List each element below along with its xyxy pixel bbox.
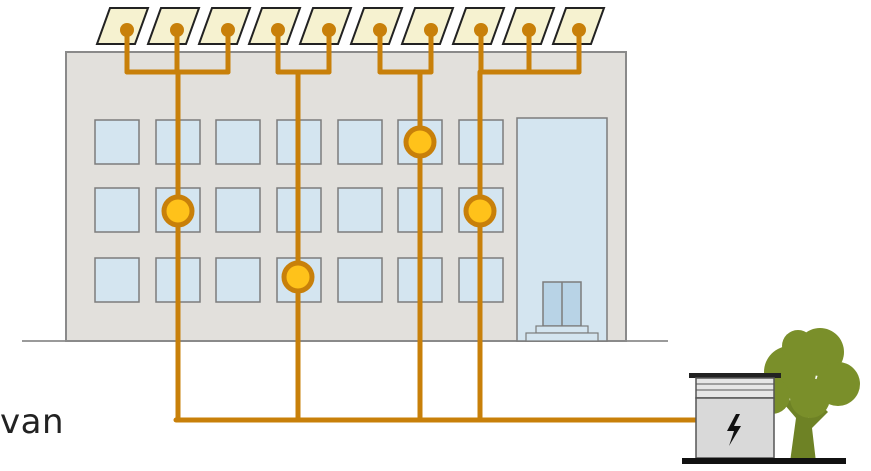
panel-connector-dot <box>170 23 184 37</box>
window <box>94 119 140 165</box>
panel-connector-dot <box>572 23 586 37</box>
panel-connector-dot <box>474 23 488 37</box>
junction-node <box>403 125 437 159</box>
cabinet-base <box>682 458 846 464</box>
junction-node <box>161 194 195 228</box>
junction-node <box>281 260 315 294</box>
panel-connector-dot <box>221 23 235 37</box>
cabinet-roof <box>689 373 781 378</box>
window <box>94 187 140 233</box>
entrance <box>516 117 608 342</box>
panel-connector-dot <box>424 23 438 37</box>
window <box>337 119 383 165</box>
lightning-bolt-icon <box>727 414 741 446</box>
window <box>215 257 261 303</box>
power-cabinet <box>682 373 846 464</box>
panel-connector-dot <box>373 23 387 37</box>
junction-nodes <box>161 125 497 294</box>
window <box>215 187 261 233</box>
cabinet-top <box>695 377 775 399</box>
panel-connectors <box>120 23 586 37</box>
panel-connector-dot <box>271 23 285 37</box>
window <box>215 119 261 165</box>
junction-node <box>463 194 497 228</box>
window <box>337 187 383 233</box>
panel-connector-dot <box>120 23 134 37</box>
panel-connector-dot <box>522 23 536 37</box>
partial-label-text: van <box>0 402 65 442</box>
entrance-step-lower <box>525 332 599 342</box>
panel-connector-dot <box>322 23 336 37</box>
entrance-step-upper <box>535 325 589 334</box>
window <box>337 257 383 303</box>
tree-icon <box>754 328 860 462</box>
window <box>94 257 140 303</box>
